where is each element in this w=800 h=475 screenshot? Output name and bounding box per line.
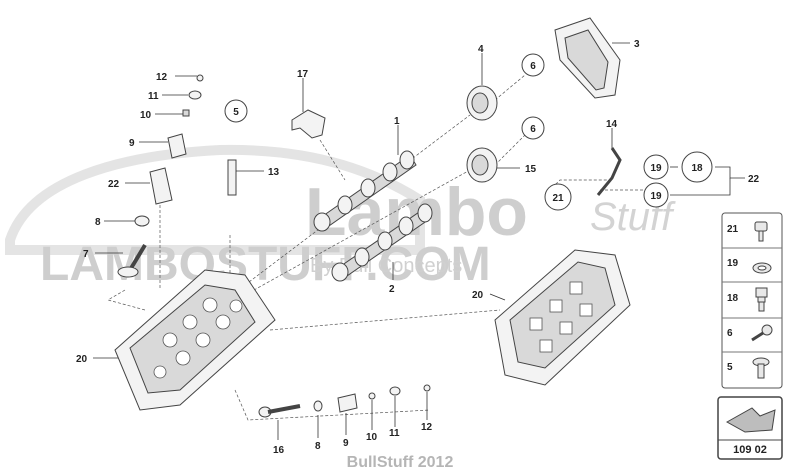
callout-20-left: 20 bbox=[76, 354, 88, 365]
union-bolt-icon bbox=[755, 287, 768, 312]
callout-22-right: 22 bbox=[748, 174, 760, 185]
legend-row-5: 5 bbox=[727, 357, 770, 379]
screw-icon bbox=[751, 324, 773, 342]
pipe-14 bbox=[596, 147, 622, 196]
svg-text:6: 6 bbox=[727, 328, 733, 339]
valve-stack-left bbox=[117, 74, 204, 278]
circle-callout-6-top: 6 bbox=[521, 53, 545, 77]
svg-text:19: 19 bbox=[650, 191, 662, 202]
valve-stack-bottom bbox=[258, 384, 431, 418]
svg-text:19: 19 bbox=[727, 258, 739, 269]
callouts: 1 2 3 4 17 14 15 12 11 10 9 22 8 7 13 20… bbox=[76, 39, 760, 456]
cam-adjuster-15 bbox=[466, 147, 498, 183]
callout-13: 13 bbox=[268, 167, 280, 178]
timing-cover bbox=[554, 17, 621, 99]
legend-row-21: 21 bbox=[727, 221, 768, 242]
svg-text:18: 18 bbox=[691, 163, 703, 174]
callout-16: 16 bbox=[273, 445, 285, 456]
copyright-text: BullStuff 2012 bbox=[347, 454, 454, 471]
callout-15: 15 bbox=[525, 164, 537, 175]
callout-14: 14 bbox=[606, 119, 618, 130]
cylinder-head-left bbox=[114, 269, 276, 411]
watermark-url: LAMBOSTUFF.COM bbox=[40, 238, 491, 291]
callout-8: 8 bbox=[95, 217, 101, 228]
callout-17: 17 bbox=[297, 69, 309, 80]
svg-text:21: 21 bbox=[727, 224, 739, 235]
svg-text:18: 18 bbox=[727, 293, 739, 304]
callout-12: 12 bbox=[156, 72, 168, 83]
callout-1: 1 bbox=[394, 116, 400, 127]
page-reference-number: 109 02 bbox=[733, 444, 767, 456]
bolt-icon bbox=[754, 221, 768, 242]
cam-adjuster-4 bbox=[466, 85, 498, 121]
legend-frame bbox=[721, 212, 783, 389]
callout-22-left: 22 bbox=[108, 179, 120, 190]
legend-row-19: 19 bbox=[727, 258, 772, 274]
washer-icon bbox=[752, 262, 772, 274]
page-reference-box: 109 02 bbox=[717, 396, 783, 460]
leader-lines bbox=[93, 42, 745, 440]
callout-10: 10 bbox=[140, 110, 152, 121]
svg-text:6: 6 bbox=[530, 124, 536, 135]
circle-callout-19-bottom: 19 bbox=[643, 182, 669, 208]
callout-20-right: 20 bbox=[472, 290, 484, 301]
callout-7: 7 bbox=[83, 249, 89, 260]
valve-guide-13 bbox=[227, 159, 237, 196]
callout-4: 4 bbox=[478, 44, 484, 55]
circle-callout-6-mid: 6 bbox=[521, 116, 545, 140]
part-17-actuator bbox=[291, 109, 326, 139]
circle-callout-19-top: 19 bbox=[643, 154, 669, 180]
callout-9-bottom: 9 bbox=[343, 438, 349, 449]
callout-2: 2 bbox=[389, 284, 395, 295]
callout-10-bottom: 10 bbox=[366, 432, 378, 443]
callout-11: 11 bbox=[148, 91, 159, 102]
watermark-car-outline bbox=[5, 144, 425, 255]
legend-row-18: 18 bbox=[727, 287, 768, 312]
circled-callouts: 6 6 5 19 19 18 21 bbox=[224, 53, 713, 211]
arrow-icon bbox=[725, 407, 776, 433]
circle-callout-5: 5 bbox=[224, 99, 248, 123]
callout-8-bottom: 8 bbox=[315, 441, 321, 452]
camshaft-2 bbox=[331, 203, 433, 282]
circle-callout-21: 21 bbox=[544, 183, 572, 211]
flange-screw-icon bbox=[752, 357, 770, 379]
callout-3: 3 bbox=[634, 39, 640, 50]
callout-9: 9 bbox=[129, 138, 135, 149]
svg-text:5: 5 bbox=[233, 107, 239, 118]
svg-text:6: 6 bbox=[530, 61, 536, 72]
svg-text:19: 19 bbox=[650, 163, 662, 174]
svg-text:5: 5 bbox=[727, 362, 733, 373]
fastener-legend: 21 19 18 6 bbox=[721, 212, 783, 389]
legend-row-6: 6 bbox=[727, 324, 773, 342]
circle-callout-18: 18 bbox=[681, 151, 713, 183]
cylinder-head-right bbox=[494, 249, 631, 386]
callout-12-bottom: 12 bbox=[421, 422, 433, 433]
svg-text:21: 21 bbox=[552, 193, 564, 204]
camshaft-1 bbox=[313, 150, 417, 232]
callout-11-bottom: 11 bbox=[389, 428, 400, 439]
